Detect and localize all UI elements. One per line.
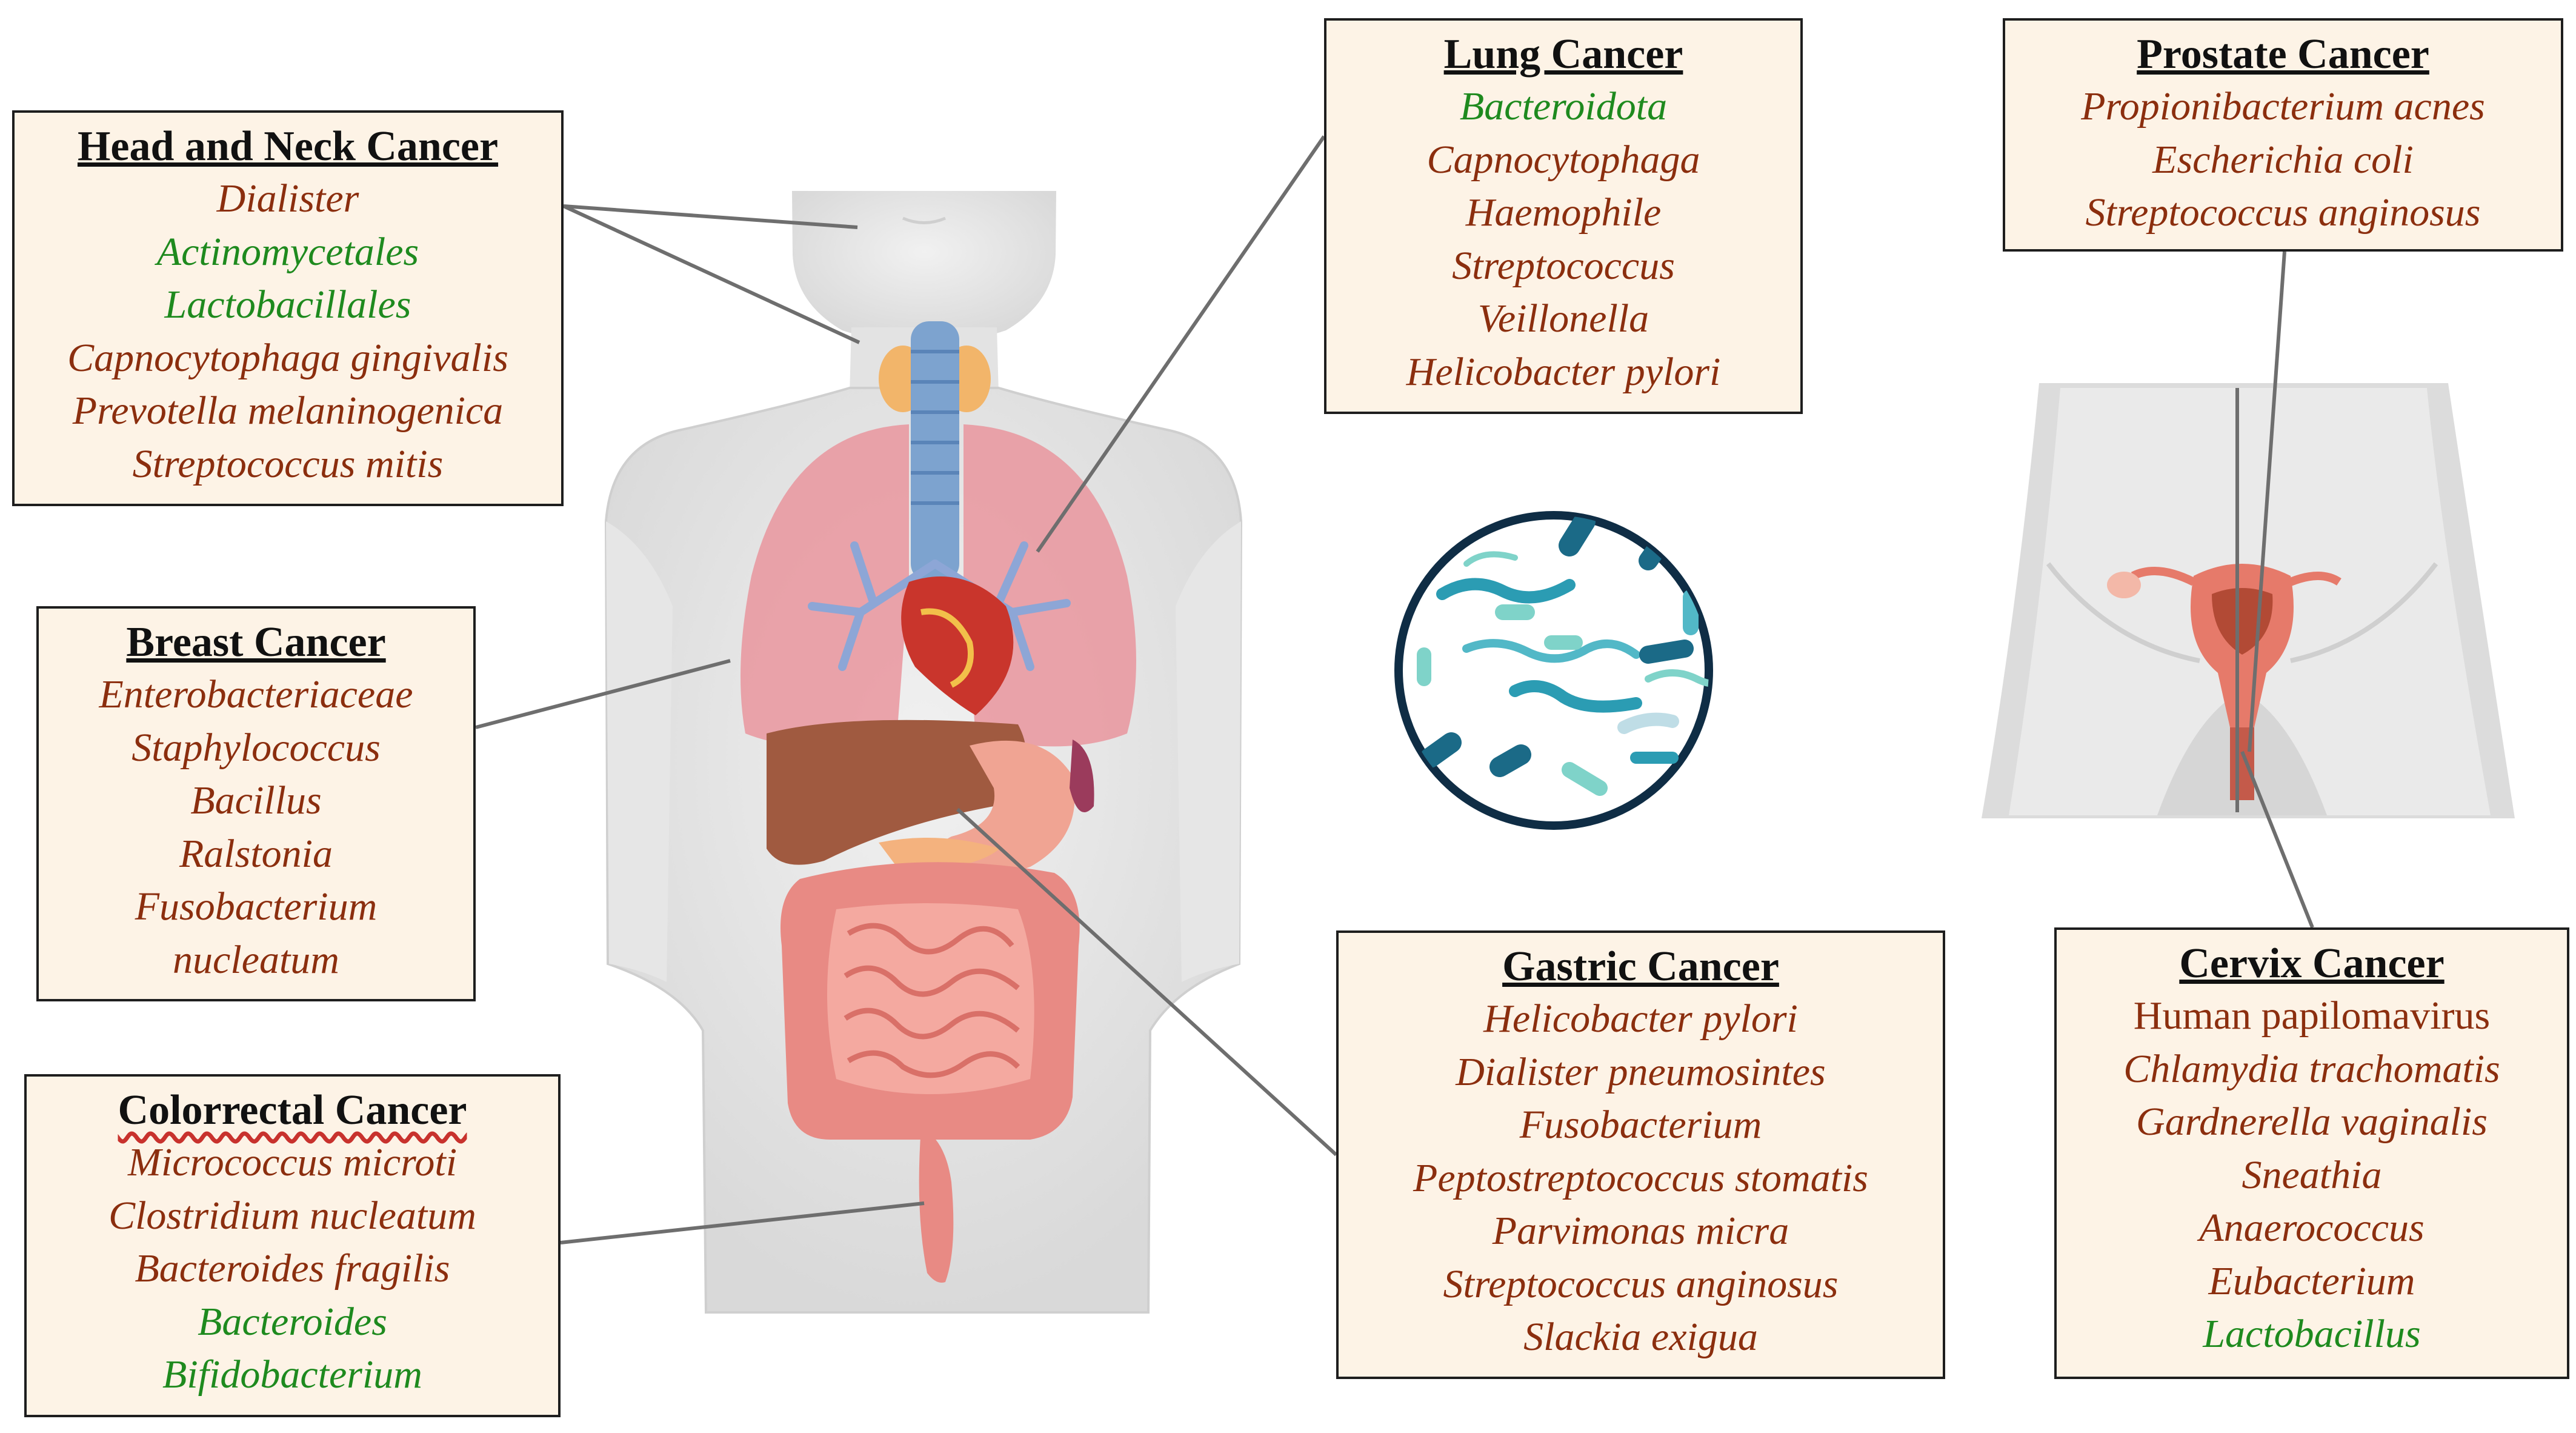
bacterium-item: Bacteroidota <box>1459 84 1668 129</box>
bacterium-item: Streptococcus anginosus <box>1443 1261 1839 1306</box>
cervix-cancer-title: Cervix Cancer <box>2179 940 2445 987</box>
bacterium-item: Anaerococcus <box>2199 1206 2425 1250</box>
bacterium-item: Escherichia coli <box>2152 137 2414 182</box>
bacterium-item: Lactobacillales <box>164 282 411 327</box>
bacterium-item: Propionibacterium acnes <box>2081 84 2485 129</box>
bacterium-item: Dialister <box>216 176 359 221</box>
connector-lines <box>475 135 2314 1244</box>
bacterium-item: Chlamydia trachomatis <box>2123 1046 2500 1091</box>
bacterium-item: Streptococcus <box>1452 243 1675 288</box>
bacterium-item: Micrococcus microti <box>127 1140 458 1184</box>
bacterium-item: Gardnerella vaginalis <box>2136 1100 2488 1144</box>
bacterium-item: Eubacterium <box>2208 1258 2415 1303</box>
bacterium-item: Helicobacter pylori <box>1406 349 1721 394</box>
bacterium-item: Bacteroides fragilis <box>135 1246 450 1291</box>
bacterium-item: nucleatum <box>173 937 339 982</box>
bacterium-item: Peptostreptococcus stomatis <box>1413 1155 1868 1200</box>
bacterium-item: Bifidobacterium <box>162 1352 422 1397</box>
bacterium-item: Human papilomavirus <box>2133 994 2491 1038</box>
bacterium-item: Helicobacter pylori <box>1483 997 1798 1041</box>
bacteria-circle <box>1394 511 1713 830</box>
bacterium-item: Capnocytophaga gingivalis <box>67 335 508 380</box>
bacterium-item: Veillonella <box>1477 296 1649 341</box>
bacterium-item: Bacillus <box>190 778 322 823</box>
bacterium-item: Fusobacterium <box>135 884 378 929</box>
bacterium-item: Slackia exigua <box>1523 1315 1758 1359</box>
bacterium-item: Clostridium nucleatum <box>108 1193 476 1238</box>
bacterium-item: Streptococcus mitis <box>132 441 444 486</box>
bacterium-item: Lactobacillus <box>2203 1312 2421 1356</box>
organs <box>741 321 1136 1283</box>
bacterium-item: Dialister pneumosintes <box>1456 1049 1826 1094</box>
bacterium-item: Sneathia <box>2242 1152 2382 1197</box>
prostate-cancer-title: Prostate Cancer <box>2137 31 2429 78</box>
bacterium-item: Prevotella melaninogenica <box>72 389 504 433</box>
pelvis-figure <box>1982 383 2515 818</box>
bacterium-item: Fusobacterium <box>1519 1103 1762 1147</box>
bacterium-item: Haemophile <box>1465 190 1662 235</box>
bacterium-item: Bacteroides <box>198 1299 387 1344</box>
bacterium-item: Staphylococcus <box>131 725 381 770</box>
bacterium-item: Actinomycetales <box>156 229 419 274</box>
bacterium-item: Parvimonas micra <box>1492 1209 1789 1253</box>
colorectal-cancer-title: Colorrectal Cancer <box>118 1087 467 1134</box>
breast-cancer-title: Breast Cancer <box>126 619 386 666</box>
head-neck-cancer-title: Head and Neck Cancer <box>77 123 499 170</box>
bacterium-item: Capnocytophaga <box>1426 137 1700 182</box>
gastric-cancer-title: Gastric Cancer <box>1502 943 1779 990</box>
bacterium-item: Streptococcus anginosus <box>2085 190 2481 235</box>
bacterium-item: Enterobacteriaceae <box>99 672 413 717</box>
bacterium-item: Ralstonia <box>179 831 333 876</box>
lung-cancer-title: Lung Cancer <box>1443 31 1683 78</box>
